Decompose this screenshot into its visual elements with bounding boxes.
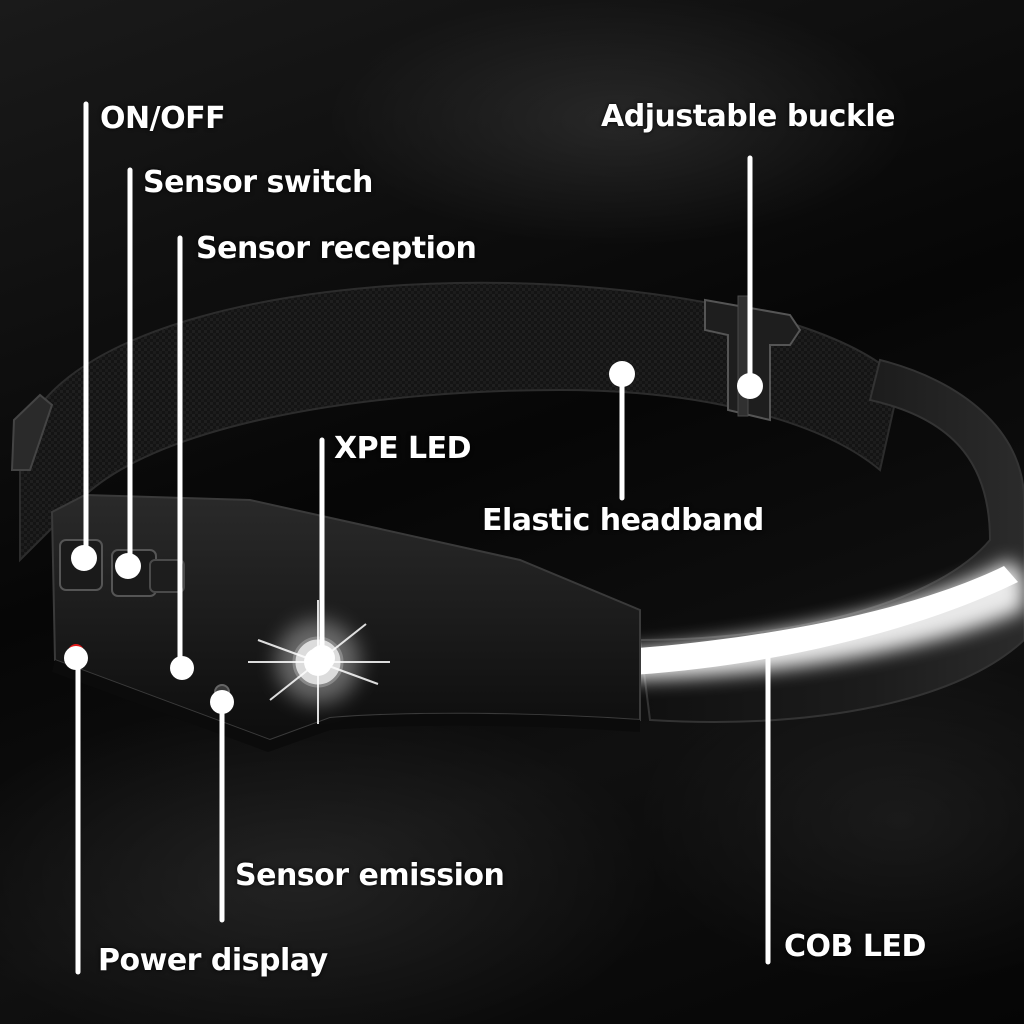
label-on-off: ON/OFF [100, 101, 226, 136]
xpe-led-pointer-dot [309, 645, 335, 671]
sensor-reception-pointer-dot [170, 656, 194, 680]
adjustable-buckle-pointer-dot [737, 373, 763, 399]
strap-clip [10, 393, 54, 471]
label-power-display: Power display [98, 943, 328, 978]
callout-dots [64, 361, 763, 714]
on-off-pointer-dot [71, 545, 97, 571]
cob-led-strip [594, 560, 1024, 680]
label-elastic-headband: Elastic headband [482, 503, 764, 538]
label-sensor-reception: Sensor reception [196, 231, 477, 266]
sensor-switch-pointer-dot [115, 553, 141, 579]
sensor-emission-pointer-dot [210, 690, 234, 714]
label-xpe-led: XPE LED [334, 431, 472, 466]
label-cob-led: COB LED [784, 929, 926, 964]
label-sensor-emission: Sensor emission [235, 858, 505, 893]
housing-lower-edge [52, 660, 640, 752]
power-display-pointer-dot [64, 646, 88, 670]
label-sensor-switch: Sensor switch [143, 165, 373, 200]
elastic-headband-pointer-dot [609, 361, 635, 387]
callout-lines [75, 101, 771, 975]
label-adjustable-buckle: Adjustable buckle [601, 99, 896, 134]
